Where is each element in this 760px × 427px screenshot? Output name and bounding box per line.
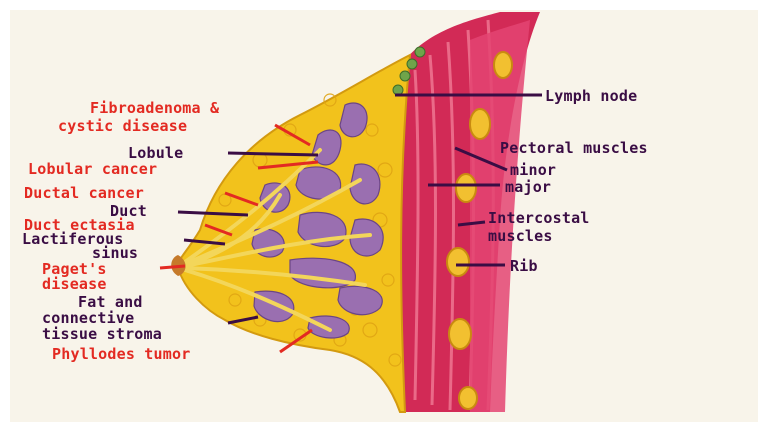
label-rib: Rib bbox=[510, 259, 538, 273]
label-ductal-cancer: Ductal cancer bbox=[24, 186, 144, 200]
label-major: major bbox=[505, 180, 551, 194]
label-intercostal-line1: Intercostal bbox=[488, 211, 590, 225]
label-phyllodes-tumor: Phyllodes tumor bbox=[52, 347, 190, 361]
rib-shape bbox=[459, 387, 477, 409]
rib-shape bbox=[470, 109, 490, 139]
label-minor: minor bbox=[510, 163, 556, 177]
rib-shape bbox=[447, 248, 469, 276]
label-fibroadenoma-line2: cystic disease bbox=[58, 119, 187, 133]
rib-shape bbox=[456, 174, 476, 202]
label-lactiferous-line2: sinus bbox=[92, 246, 138, 260]
label-pectoral-muscles: Pectoral muscles bbox=[500, 141, 648, 155]
label-pagets-line2: disease bbox=[42, 277, 107, 291]
label-fat-line1: Fat and bbox=[78, 295, 143, 309]
label-pagets-line1: Paget's bbox=[42, 262, 107, 276]
label-fat-line2: connective bbox=[42, 311, 134, 325]
label-fat-line3: tissue stroma bbox=[42, 327, 162, 341]
label-fibroadenoma-line1: Fibroadenoma & bbox=[90, 101, 219, 115]
label-lobule: Lobule bbox=[128, 146, 183, 160]
rib-shape bbox=[494, 52, 512, 78]
rib-shape bbox=[449, 319, 471, 349]
label-lobular-cancer: Lobular cancer bbox=[28, 162, 157, 176]
label-lymph-node: Lymph node bbox=[545, 89, 637, 103]
label-intercostal-line2: muscles bbox=[488, 229, 553, 243]
